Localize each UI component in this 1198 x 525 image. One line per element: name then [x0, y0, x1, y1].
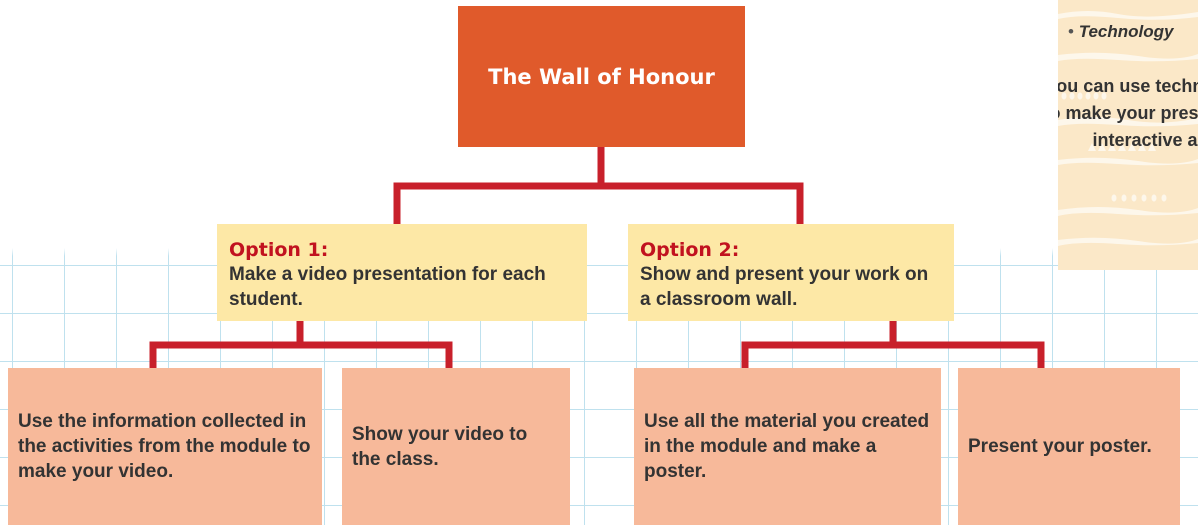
decorative-pattern: [1058, 11, 1198, 246]
side-note-panel: • Technology You can use technologies to…: [1058, 0, 1198, 270]
bullet-icon: •: [1068, 22, 1074, 41]
side-note-text: You can use technologies to make your pr…: [1058, 76, 1198, 150]
option-2-label: Option 2:: [640, 239, 740, 261]
side-note-bullet: • Technology: [1068, 22, 1174, 41]
option-1-label: Option 1:: [229, 239, 329, 261]
connector-option2-to-steps: [741, 321, 1045, 369]
connector-title-to-options: [393, 147, 804, 225]
option-2-text: Show and present your work on a classroo…: [640, 264, 929, 310]
option-1-text: Make a video presentation for each stude…: [229, 264, 546, 310]
option-2-box: Option 2: Show and present your work on …: [628, 224, 954, 321]
option-1-step-2: Show your video to the class.: [342, 368, 570, 525]
option-2-step-2: Present your poster.: [958, 368, 1180, 525]
option-2-step-1: Use all the material you created in the …: [634, 368, 941, 525]
title-box: The Wall of Honour: [458, 6, 745, 147]
option-1-step-1: Use the information collected in the act…: [8, 368, 322, 525]
diagram-title: The Wall of Honour: [488, 64, 715, 89]
option-1-box: Option 1: Make a video presentation for …: [217, 224, 587, 321]
connector-option1-to-steps: [149, 321, 453, 369]
